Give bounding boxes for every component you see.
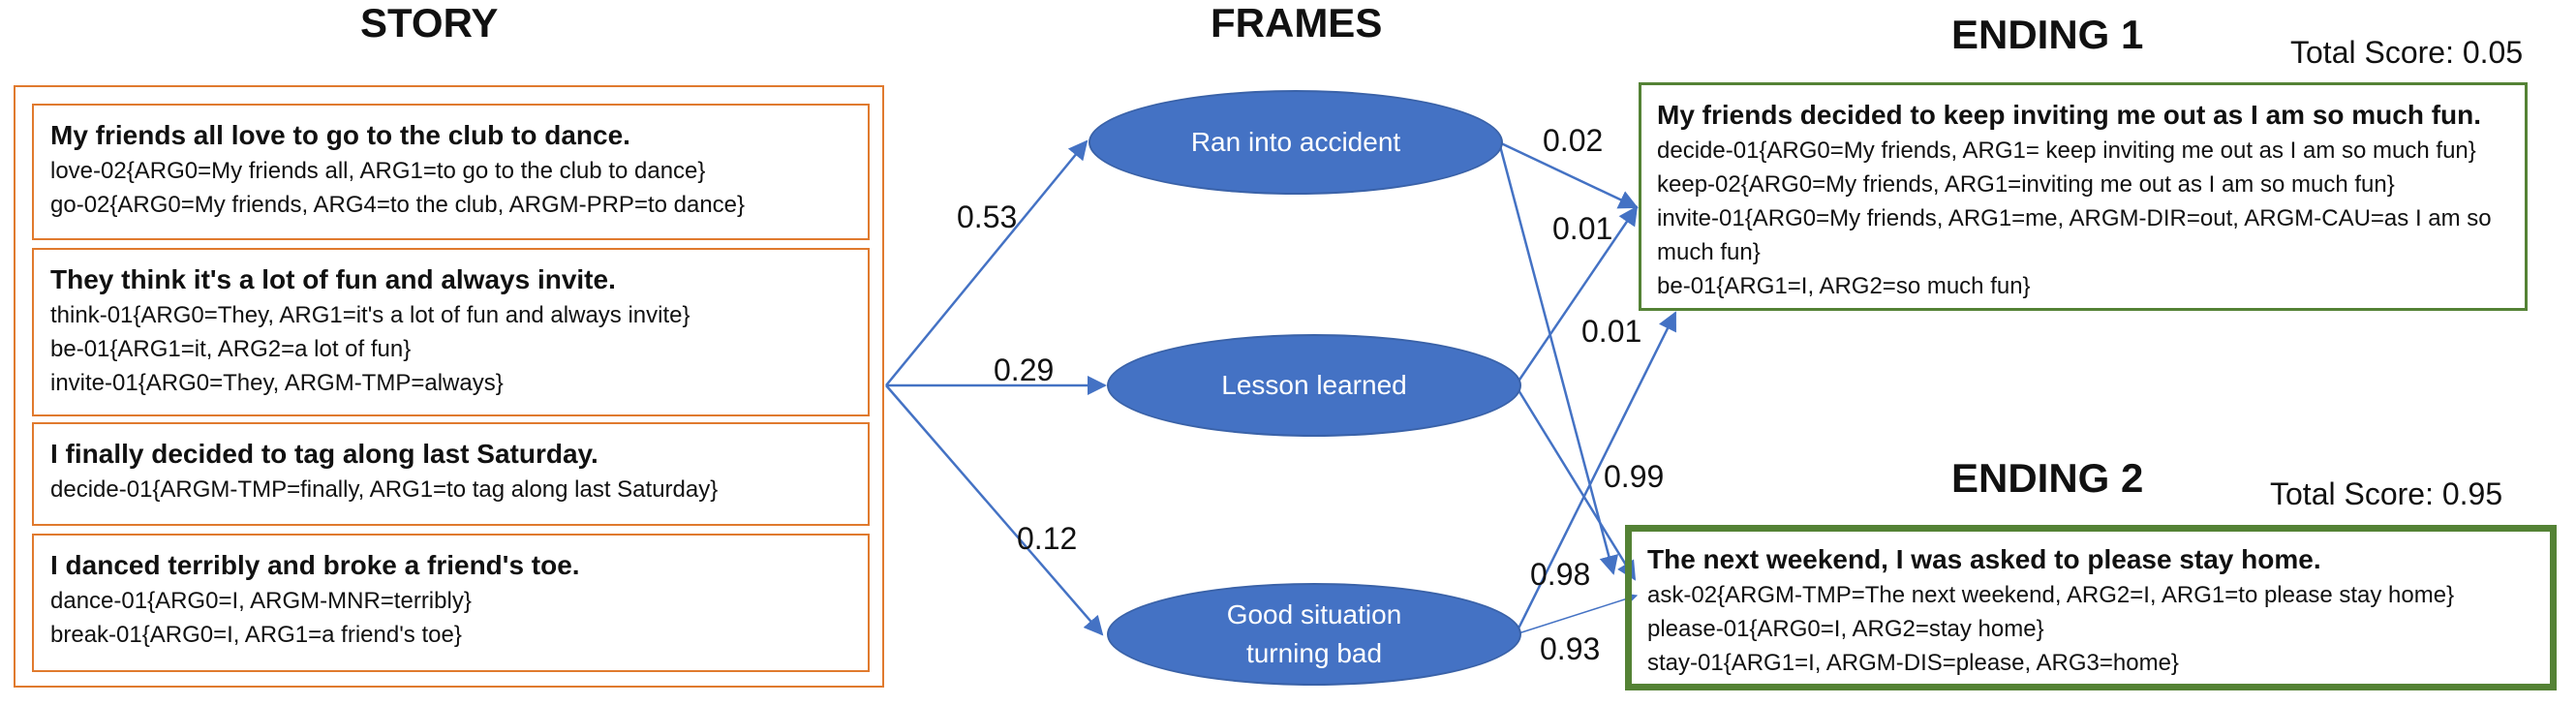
story-heading: STORY bbox=[360, 0, 499, 46]
story-frame-line: break-01{ARG0=I, ARG1=a friend's toe} bbox=[50, 622, 462, 648]
story-sentence: My friends all love to go to the club to… bbox=[50, 120, 630, 150]
frames-heading: FRAMES bbox=[1211, 0, 1383, 46]
edge-good-situation-to-ending2 bbox=[1515, 593, 1639, 635]
story-sentence: They think it's a lot of fun and always … bbox=[50, 264, 616, 294]
edge-weight-story-good-situation: 0.12 bbox=[1017, 521, 1078, 556]
ending-sentence: The next weekend, I was asked to please … bbox=[1647, 544, 2321, 574]
ending-frame-line: decide-01{ARG0=My friends, ARG1= keep in… bbox=[1657, 138, 2476, 164]
ending1-total-score: Total Score: 0.05 bbox=[2290, 35, 2524, 70]
edge-lesson-learned-to-ending1 bbox=[1514, 205, 1639, 386]
ending2-box: The next weekend, I was asked to please … bbox=[1625, 525, 2557, 690]
edge-story-to-good-situation bbox=[885, 384, 1104, 636]
ending1-heading: ENDING 1 bbox=[1951, 12, 2144, 57]
ending1-box: My friends decided to keep inviting me o… bbox=[1639, 82, 2528, 311]
story-sentence-box-1: My friends all love to go to the club to… bbox=[32, 104, 870, 240]
frame-node-label: Ran into accident bbox=[1190, 127, 1401, 157]
ending2-heading: ENDING 2 bbox=[1951, 455, 2144, 501]
edge-good-situation-to-ending1 bbox=[1514, 311, 1677, 635]
ending-frame-line: be-01{ARG1=I, ARG2=so much fun} bbox=[1657, 273, 2031, 299]
ending-frame-line: stay-01{ARG1=I, ARGM-DIS=please, ARG3=ho… bbox=[1647, 650, 2179, 676]
frame-node-label: Lesson learned bbox=[1221, 370, 1407, 400]
ending-frame-line: invite-01{ARG0=My friends, ARG1=me, ARGM… bbox=[1657, 205, 2492, 265]
story-sentence: I finally decided to tag along last Satu… bbox=[50, 439, 598, 469]
edge-weight-lesson-learned-ending2: 0.98 bbox=[1530, 557, 1591, 592]
edge-weight-story-ran-into-accident: 0.53 bbox=[957, 199, 1018, 234]
ending2-total-score: Total Score: 0.95 bbox=[2270, 476, 2503, 511]
edge-weight-story-lesson-learned: 0.29 bbox=[994, 352, 1055, 387]
edge-ran-into-accident-to-ending2 bbox=[1497, 141, 1619, 575]
ending-frame-line: keep-02{ARG0=My friends, ARG1=inviting m… bbox=[1657, 171, 2395, 198]
story-sentence-box-2: They think it's a lot of fun and always … bbox=[32, 248, 870, 416]
edge-ran-into-accident-to-ending1 bbox=[1498, 140, 1639, 209]
story-sentence: I danced terribly and broke a friend's t… bbox=[50, 550, 580, 580]
story-frame-line: think-01{ARG0=They, ARG1=it's a lot of f… bbox=[50, 302, 690, 328]
story-frame-line: go-02{ARG0=My friends, ARG4=to the club,… bbox=[50, 192, 746, 218]
edge-weight-good-situation-ending1: 0.01 bbox=[1581, 314, 1642, 349]
story-panel: My friends all love to go to the club to… bbox=[14, 85, 884, 688]
edge-weight-ran-into-accident-ending2: 0.99 bbox=[1604, 459, 1665, 494]
story-sentence-box-3: I finally decided to tag along last Satu… bbox=[32, 422, 870, 526]
story-frame-line: love-02{ARG0=My friends all, ARG1=to go … bbox=[50, 158, 706, 184]
frame-node-lesson-learned: Lesson learned bbox=[1107, 334, 1521, 437]
story-frame-line: be-01{ARG1=it, ARG2=a lot of fun} bbox=[50, 336, 412, 362]
edge-weight-ran-into-accident-ending1: 0.02 bbox=[1543, 123, 1604, 158]
edge-weight-good-situation-ending2: 0.93 bbox=[1540, 631, 1601, 666]
ending-sentence: My friends decided to keep inviting me o… bbox=[1657, 100, 2482, 130]
edge-story-to-ran-into-accident bbox=[885, 139, 1089, 386]
frame-node-ran-into-accident: Ran into accident bbox=[1089, 90, 1503, 195]
ending-frame-line: ask-02{ARGM-TMP=The next weekend, ARG2=I… bbox=[1647, 582, 2455, 608]
ending-frame-line: please-01{ARG0=I, ARG2=stay home} bbox=[1647, 616, 2044, 642]
frame-node-good-situation-turning-bad: Good situation turning bad bbox=[1107, 583, 1521, 686]
story-frame-line: dance-01{ARG0=I, ARGM-MNR=terribly} bbox=[50, 588, 472, 614]
story-frame-line: invite-01{ARG0=They, ARGM-TMP=always} bbox=[50, 370, 504, 396]
story-frame-line: decide-01{ARGM-TMP=finally, ARG1=to tag … bbox=[50, 476, 719, 503]
frame-node-label: Good situation turning bad bbox=[1226, 599, 1402, 668]
edge-weight-lesson-learned-ending1: 0.01 bbox=[1552, 211, 1613, 246]
edge-lesson-learned-to-ending2 bbox=[1514, 384, 1637, 581]
story-sentence-box-4: I danced terribly and broke a friend's t… bbox=[32, 534, 870, 672]
